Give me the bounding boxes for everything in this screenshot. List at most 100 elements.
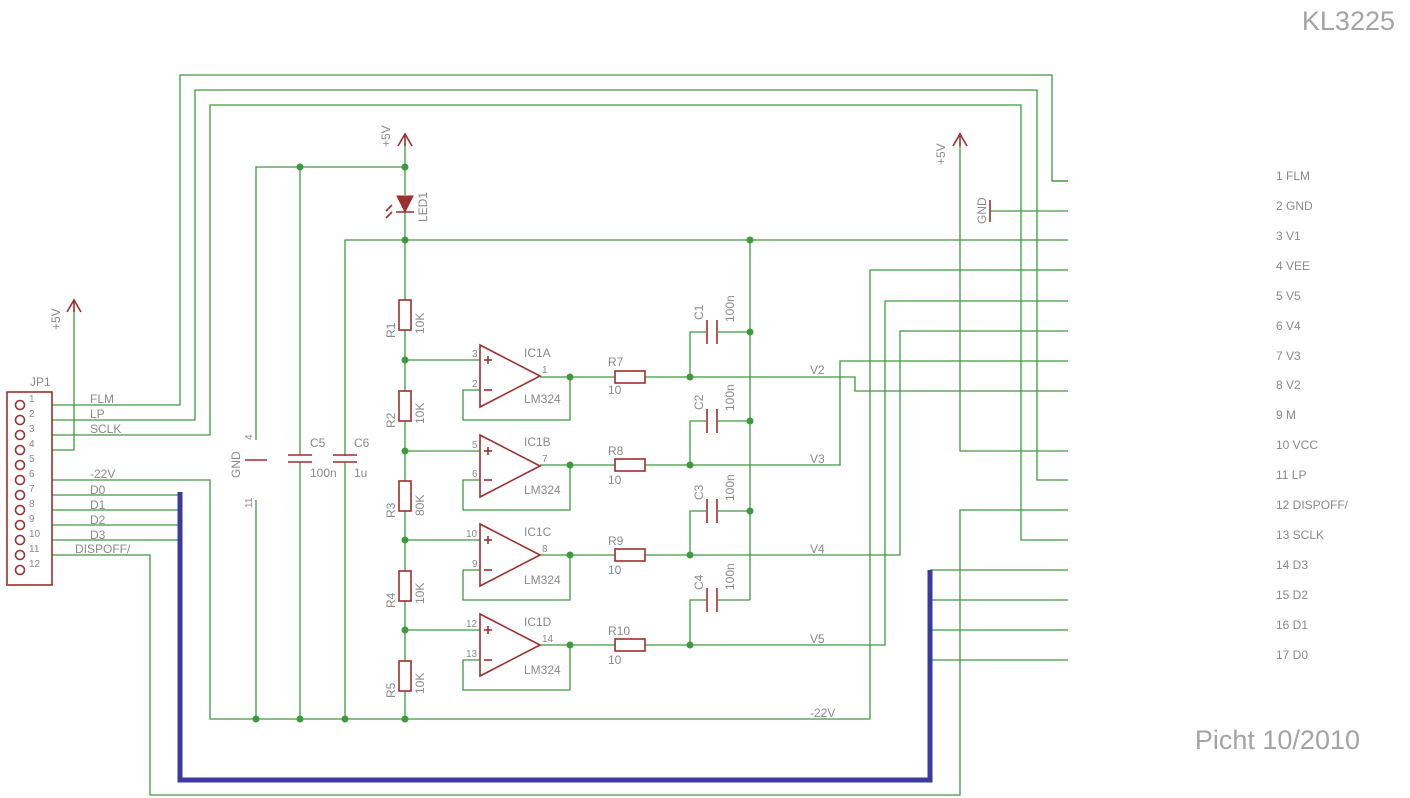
- junction: [746, 236, 754, 244]
- signal-label: D2: [90, 513, 106, 527]
- junction: [296, 163, 304, 171]
- opamp-ref: IC1C: [524, 525, 552, 539]
- opamp-ref: IC1B: [524, 435, 551, 449]
- resistor-value: 10: [608, 653, 622, 667]
- display-pin: 7 V3: [1276, 349, 1301, 363]
- junction: [401, 715, 409, 723]
- resistor-ref: R10: [608, 624, 630, 638]
- wire-c3-left: [689, 510, 706, 555]
- display-pin: 3 V1: [1276, 229, 1301, 243]
- pin-number: 5: [472, 440, 478, 451]
- display-pin: 2 GND: [1276, 199, 1313, 213]
- resistor-value: 10K: [413, 673, 427, 694]
- net-label: V5: [810, 632, 825, 646]
- wire-vcc-display: [959, 145, 1068, 452]
- opamp-part: LM324: [524, 483, 561, 497]
- cap-ref: C4: [692, 574, 706, 590]
- pin-number: 5: [29, 454, 35, 465]
- pin-number: 9: [29, 514, 35, 525]
- display-pin: 12 DISPOFF/: [1276, 498, 1349, 512]
- pin-number: 6: [29, 469, 35, 480]
- pin-number: 10: [29, 529, 41, 540]
- cap-value: 100n: [723, 295, 737, 322]
- display-pin: 10 VCC: [1276, 438, 1318, 452]
- junction: [252, 715, 260, 723]
- resistor-r8: [614, 458, 646, 472]
- wire-fb-a: [462, 377, 571, 421]
- signal-label: LP: [90, 407, 105, 421]
- pin-number: 6: [472, 469, 478, 480]
- display-pin: 4 VEE: [1276, 259, 1310, 273]
- junction: [401, 236, 409, 244]
- cap-ref: C5: [310, 436, 326, 450]
- pin-number: 8: [542, 544, 548, 555]
- wire-v2: [645, 376, 1068, 392]
- junction: [296, 715, 304, 723]
- junction: [686, 551, 694, 559]
- data-bus: [177, 492, 933, 783]
- resistor-value: 10K: [413, 313, 427, 334]
- cap-value: 100n: [723, 384, 737, 411]
- power-caps: [288, 454, 357, 463]
- pin-number: 12: [466, 619, 478, 630]
- divider-resistors: [398, 299, 412, 692]
- wire-v1: [344, 239, 1068, 456]
- junction: [401, 536, 409, 544]
- display-pin: 6 V4: [1276, 319, 1301, 333]
- junction: [686, 461, 694, 469]
- junction: [341, 715, 349, 723]
- signal-label: DISPOFF/: [75, 542, 131, 556]
- resistor-value: 10K: [413, 403, 427, 424]
- pin-number: 10: [466, 529, 478, 540]
- vcc-label: +5V: [379, 125, 393, 147]
- wire-sclk: [52, 104, 1068, 541]
- cap-ref: C2: [692, 394, 706, 410]
- vcc-symbol-led: [397, 132, 413, 147]
- net-label: V2: [810, 363, 825, 377]
- pin-number: 2: [472, 379, 478, 390]
- opamp-part: LM324: [524, 663, 561, 677]
- vcc-label: +5V: [49, 308, 63, 330]
- pin-number: 2: [29, 409, 35, 420]
- resistor-value: 10: [608, 383, 622, 397]
- display-pin: 11 LP: [1276, 468, 1306, 482]
- resistor-ref: R8: [608, 444, 624, 458]
- cap-ref: C1: [692, 304, 706, 320]
- opamp-ic1d: [479, 612, 542, 678]
- opamp-ref: IC1D: [524, 615, 552, 629]
- cap-ref: C6: [354, 436, 370, 450]
- resistor-r2: [398, 390, 412, 422]
- resistor-value: 10: [608, 473, 622, 487]
- pin-number: 7: [29, 484, 35, 495]
- junction: [566, 373, 574, 381]
- resistor-r7: [614, 370, 646, 384]
- pin-number: 14: [542, 634, 554, 645]
- wire-c1-left: [689, 331, 706, 377]
- opamp-labels: IC1A LM324 3 2 1 IC1B LM324 5 6 7 IC1C L…: [466, 346, 561, 677]
- wire-v3: [645, 360, 1068, 466]
- signal-label: D3: [90, 528, 106, 542]
- cap-value: 100n: [723, 563, 737, 590]
- opamp-ref: IC1A: [524, 346, 551, 360]
- opamp-part: LM324: [524, 573, 561, 587]
- connector-pin-numbers: 1 2 3 4 5 6 7 8 9 10 11 12: [29, 394, 41, 570]
- display-pin: 8 V2: [1276, 378, 1301, 392]
- vcc-label: +5V: [934, 143, 948, 165]
- display-pin: 1 FLM: [1276, 169, 1310, 183]
- signal-label: -22V: [90, 467, 115, 481]
- opamps: [479, 343, 542, 678]
- wire-fb-c: [462, 555, 571, 601]
- wire-fb-d: [462, 645, 571, 691]
- signal-label: FLM: [90, 392, 114, 406]
- led-label: LED1: [416, 192, 430, 222]
- resistor-value: 10K: [413, 583, 427, 604]
- resistor-ref: R3: [384, 502, 398, 518]
- pin-number: 7: [542, 454, 548, 465]
- power-pin-label: 11: [244, 497, 255, 508]
- signal-label: D0: [90, 483, 106, 497]
- resistor-r5: [398, 660, 412, 692]
- junction: [566, 551, 574, 559]
- junction: [746, 328, 754, 336]
- pin-number: 9: [472, 559, 478, 570]
- net-label: V3: [810, 452, 825, 466]
